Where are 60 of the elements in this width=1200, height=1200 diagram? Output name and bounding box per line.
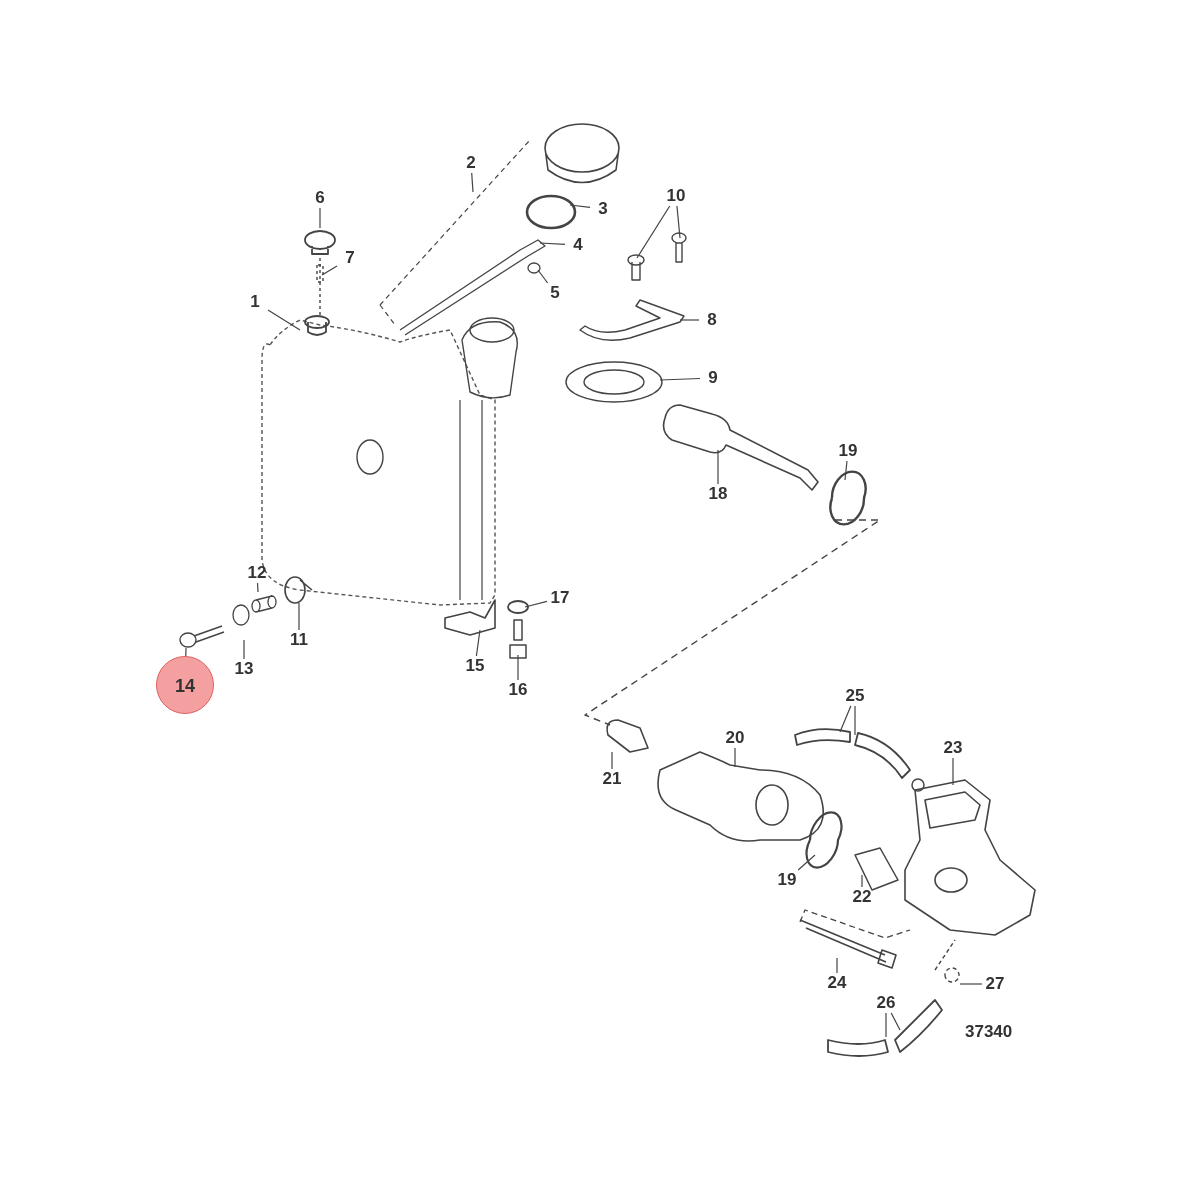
leader-line	[659, 377, 701, 381]
leader-line	[471, 172, 474, 193]
leader-line	[267, 309, 301, 331]
callout-number: 1	[242, 292, 268, 312]
callout-number: 22	[849, 887, 875, 907]
callout-number: 15	[462, 656, 488, 676]
callout-number: 16	[505, 680, 531, 700]
callout-number: 7	[337, 248, 363, 268]
leader-line	[959, 983, 983, 985]
leader-line	[679, 319, 700, 321]
leader-line	[861, 874, 863, 888]
callout-number: 2	[458, 153, 484, 173]
leader-line	[854, 705, 856, 736]
leader-line	[839, 705, 852, 733]
leader-line	[611, 751, 613, 770]
leader-line	[475, 629, 481, 657]
leader-line	[952, 757, 954, 786]
callout-number: 11	[286, 630, 312, 650]
leader-line	[319, 207, 321, 229]
callout-number: 3	[590, 199, 616, 219]
callout-number: 17	[547, 588, 573, 608]
leader-line	[836, 957, 838, 974]
leader-line	[569, 204, 591, 208]
leader-line	[185, 647, 187, 657]
callout-number: 10	[663, 186, 689, 206]
callout-number: 6	[307, 188, 333, 208]
leader-line	[256, 582, 259, 593]
figure-number: 37340	[965, 1022, 1013, 1042]
callout-number: 27	[982, 974, 1008, 994]
leader-line	[524, 600, 548, 608]
leader-line	[243, 639, 245, 660]
leader-line	[734, 747, 736, 768]
leader-line	[717, 449, 719, 485]
leader-line	[298, 602, 300, 631]
leader-line	[321, 265, 338, 276]
callout-number: 5	[542, 283, 568, 303]
callout-number: 23	[940, 738, 966, 758]
leader-line	[636, 205, 671, 259]
leader-line	[539, 242, 566, 245]
leader-line	[890, 1012, 901, 1031]
callout-number: 20	[722, 728, 748, 748]
callout-number: 13	[231, 659, 257, 679]
leader-line	[885, 1012, 887, 1038]
callout-number: 18	[705, 484, 731, 504]
callout-number: 14	[156, 656, 214, 714]
leader-line	[537, 269, 549, 284]
callout-number: 4	[565, 235, 591, 255]
leader-line	[676, 205, 681, 239]
callout-number: 9	[700, 368, 726, 388]
callout-number: 8	[699, 310, 725, 330]
callout-number: 25	[842, 686, 868, 706]
leader-line	[797, 854, 816, 871]
callout-number: 12	[244, 563, 270, 583]
callout-number: 24	[824, 973, 850, 993]
callout-number: 21	[599, 769, 625, 789]
leader-line	[844, 460, 848, 481]
callout-number: 26	[873, 993, 899, 1013]
leader-line	[517, 654, 519, 681]
callout-number: 19	[835, 441, 861, 461]
callout-number: 19	[774, 870, 800, 890]
